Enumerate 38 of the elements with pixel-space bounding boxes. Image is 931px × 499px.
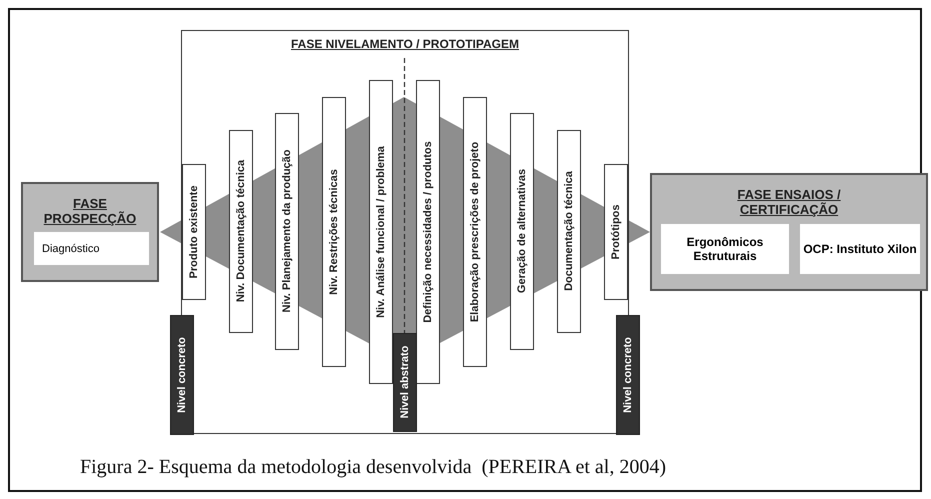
step-bar — [510, 112, 534, 350]
step-box — [661, 224, 789, 274]
step-box — [34, 232, 149, 265]
step-label: Nivel abstrato — [398, 346, 410, 418]
step-label: Niv. Análise funcional / problema — [374, 146, 386, 318]
phase-heading: FASE PROSPECÇÃO — [42, 196, 138, 226]
step-label: Nivel concreto — [622, 337, 634, 413]
step-label: Niv. Documentação técnica — [234, 160, 246, 302]
step-bar — [274, 112, 298, 350]
phase-box — [650, 173, 928, 291]
step-box — [800, 224, 920, 274]
level-bar — [392, 332, 416, 432]
step-bar — [416, 80, 440, 384]
phase-box — [21, 182, 159, 282]
step-bar — [368, 80, 392, 384]
step-label: Produto existente — [188, 185, 200, 278]
step-bar — [228, 130, 252, 332]
step-label: Niv. Planejamento da produção — [280, 150, 292, 312]
step-bar — [462, 96, 486, 366]
step-label: Elaboração prescrições de projeto — [468, 141, 480, 322]
step-label: OCP: Instituto Xilon — [802, 242, 918, 256]
level-bar — [170, 315, 194, 435]
level-bar — [616, 315, 640, 435]
step-bar — [604, 164, 628, 300]
step-label: Diagnóstico — [41, 242, 100, 254]
phase-heading: FASE ENSAIOS / CERTIFICAÇÃO — [736, 187, 842, 217]
phase-heading: FASE NIVELAMENTO / PROTOTIPAGEM — [290, 37, 520, 51]
step-label: Nivel concreto — [176, 337, 188, 413]
step-bar — [182, 164, 206, 300]
step-bar — [322, 96, 346, 366]
step-label: Protótipos — [610, 204, 622, 259]
step-label: Ergonômicos Estruturais — [686, 235, 764, 263]
step-label: Geração de alternativas — [516, 168, 528, 294]
figure-caption: Figura 2- Esquema da metodologia desenvolvida (PEREIRA et al, 2004) — [80, 456, 666, 479]
step-label: Niv. Restrições técnicas — [328, 168, 340, 294]
step-label: Documentação técnica — [562, 171, 574, 291]
step-bar — [556, 130, 580, 332]
step-label: Definição necessidades / produtos — [422, 140, 434, 322]
